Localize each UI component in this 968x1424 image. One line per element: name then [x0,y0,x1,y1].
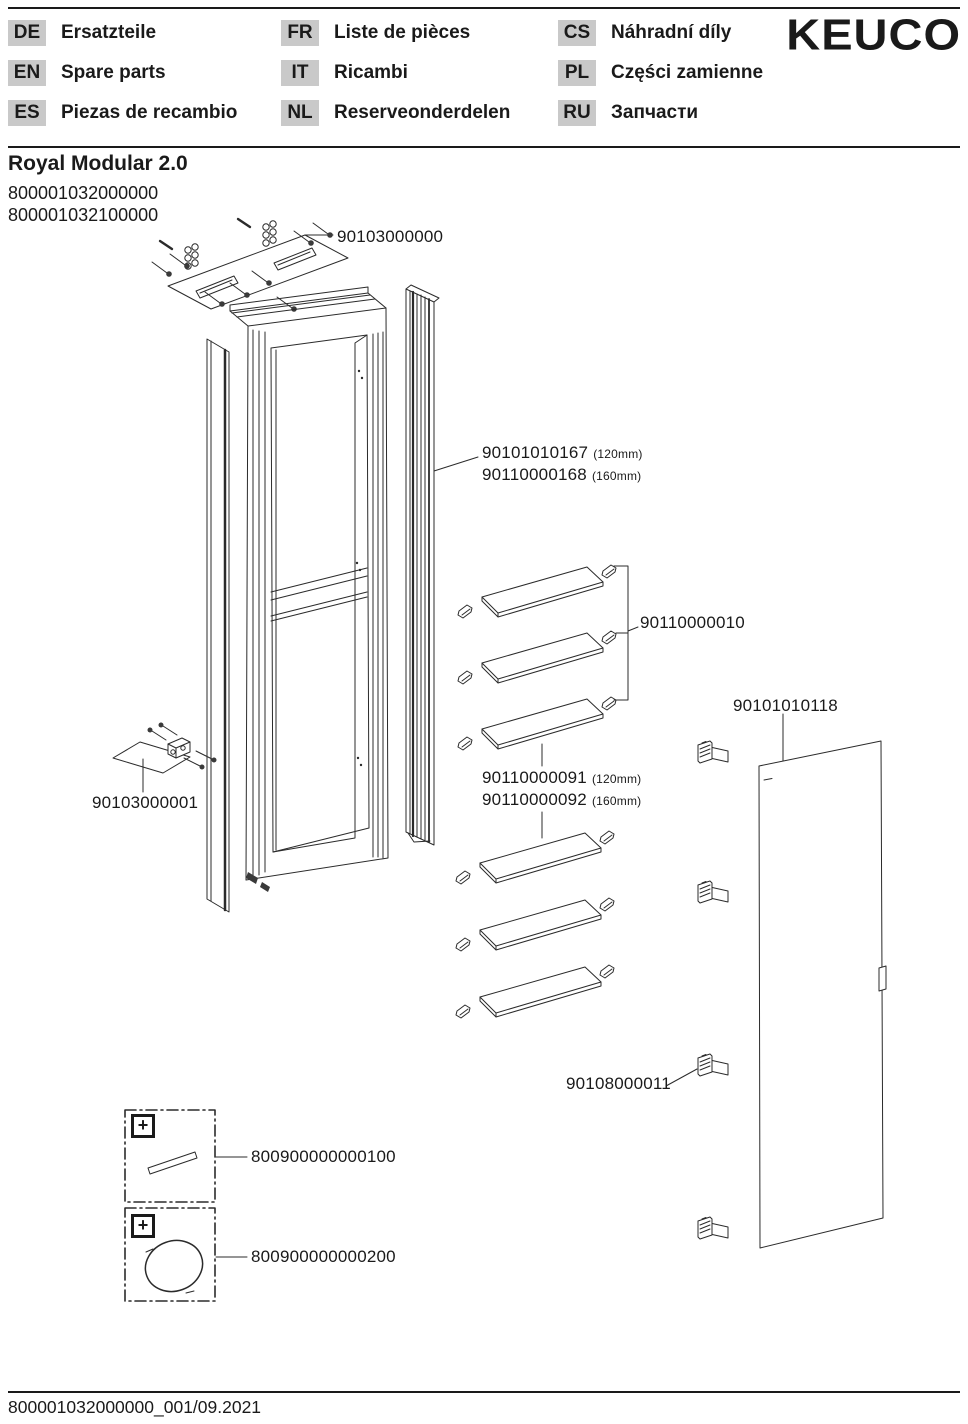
part-number: 90101010167 [482,443,589,462]
footer-rule [8,1391,960,1393]
header-rule [8,146,960,148]
document-reference: 800001032000000_001/09.2021 [8,1397,262,1417]
accessory-box-mirror [124,1207,248,1302]
lang-label: Náhradní díly [611,22,732,43]
language-column-2: FR Liste de pièces IT Ricambi NL Reserve… [281,20,510,126]
part-label-shelf-160: 90110000092 (160mm) [482,790,641,810]
lang-cs: CS Náhradní díly [558,20,763,46]
lang-code-badge: IT [281,60,319,86]
top-rule [8,7,960,9]
lang-code-badge: FR [281,20,319,46]
glass-shelves [455,564,639,1019]
lang-label: Reserveonderdelen [334,102,511,123]
lang-code-badge: ES [8,100,46,126]
lang-label: Ricambi [334,62,408,83]
lang-code-badge: PL [558,60,596,86]
plus-icon: + [131,1214,155,1238]
lang-nl: NL Reserveonderdelen [281,100,510,126]
lang-code-badge: NL [281,100,319,126]
lang-es: ES Piezas de recambio [8,100,237,126]
part-number: 800900000000200 [251,1247,396,1266]
variant-number: 800001032100000 [8,205,159,225]
lang-ru: RU Запчасти [558,100,763,126]
wall-fitting [112,722,217,793]
lang-label: Piezas de recambio [61,102,238,123]
part-size: (120mm) [593,447,643,461]
part-label-door: 90101010118 [733,696,838,716]
lang-code-badge: EN [8,60,46,86]
lang-label: Liste de pièces [334,22,471,43]
part-label-accessory-mirror: 800900000000200 [251,1247,396,1267]
part-label-accessory-strip: 800900000000100 [251,1147,396,1167]
lang-pl: PL Części zamienne [558,60,763,86]
shelf-holder-leader [613,565,639,701]
variant-number: 800001032000000 [8,183,159,203]
part-label-shelf-120: 90110000091 (120mm) [482,768,641,788]
part-size: (160mm) [591,794,642,808]
part-label-door-clip: 90108000011 [566,1074,671,1094]
lang-de: DE Ersatzteile [8,20,237,46]
part-label-profile-160: 90110000168 (160mm) [482,465,641,485]
side-panel [206,338,230,913]
part-label-shelf-holder: 90110000010 [640,613,745,633]
lang-code-badge: DE [8,20,46,46]
lang-it: IT Ricambi [281,60,510,86]
part-number: 90103000000 [337,227,444,246]
mounting-hardware-kit [151,217,349,312]
part-size: (160mm) [591,469,642,483]
product-variants: 800001032000000 800001032100000 [8,182,158,226]
lang-label: Запчасти [611,102,699,123]
product-title: Royal Modular 2.0 [8,152,188,175]
frame-profile [405,284,479,846]
lang-fr: FR Liste de pièces [281,20,510,46]
cabinet-carcass [229,286,389,892]
part-size: (120mm) [591,772,642,786]
part-number: 90103000001 [92,793,199,812]
lang-label: Części zamienne [611,62,764,83]
part-number: 800900000000100 [251,1147,396,1166]
door-panel [758,713,887,1249]
part-number: 90110000092 [482,790,587,809]
part-label-mounting-kit: 90103000000 [337,227,443,247]
door-handle-notch [878,965,887,992]
part-number: 90110000168 [482,465,587,484]
part-number: 90110000091 [482,768,587,787]
language-column-3: CS Náhradní díly PL Części zamienne RU З… [558,20,763,126]
plus-icon: + [131,1114,155,1138]
part-number: 90108000011 [566,1074,671,1093]
door-clips [665,740,729,1240]
door-clip-leader [665,1068,698,1087]
lang-code-badge: RU [558,100,596,126]
lang-code-badge: CS [558,20,596,46]
lang-label: Spare parts [61,62,166,83]
language-column-1: DE Ersatzteile EN Spare parts ES Piezas … [8,20,237,126]
part-number: 90101010118 [733,696,838,715]
accessory-box-strip [124,1109,248,1203]
lang-label: Ersatzteile [61,22,157,43]
part-label-wall-fitting: 90103000001 [92,793,198,813]
part-label-profile-120: 90101010167 (120mm) [482,443,643,463]
lang-en: EN Spare parts [8,60,237,86]
part-number: 90110000010 [640,613,745,632]
keuco-logo: KEUCO [786,9,961,59]
